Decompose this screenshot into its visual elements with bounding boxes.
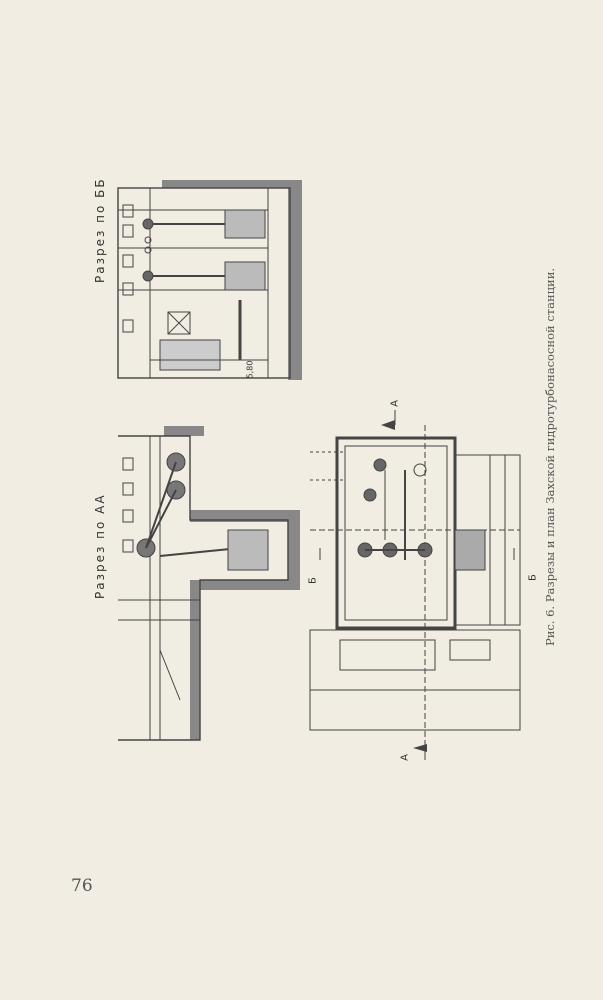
page-number: 76 (71, 876, 93, 896)
section-bb-drawing (117, 180, 302, 380)
section-bb-title: Разрез по ББ (93, 177, 107, 283)
plan-drawing (309, 410, 521, 760)
plan-mark-b-left: Б (307, 577, 319, 584)
section-aa-drawing (118, 426, 300, 741)
figure-caption: Рис. 6. Разрезы и план Захской гидротурб… (543, 267, 557, 647)
plan-mark-b-right: Б (527, 574, 539, 581)
plan-mark-a-bottom: А (399, 754, 411, 761)
dimension-note: 5,80 (245, 360, 255, 379)
plan-mark-a-top: А (389, 400, 401, 407)
section-aa-title: Разрез по АА (93, 493, 107, 599)
